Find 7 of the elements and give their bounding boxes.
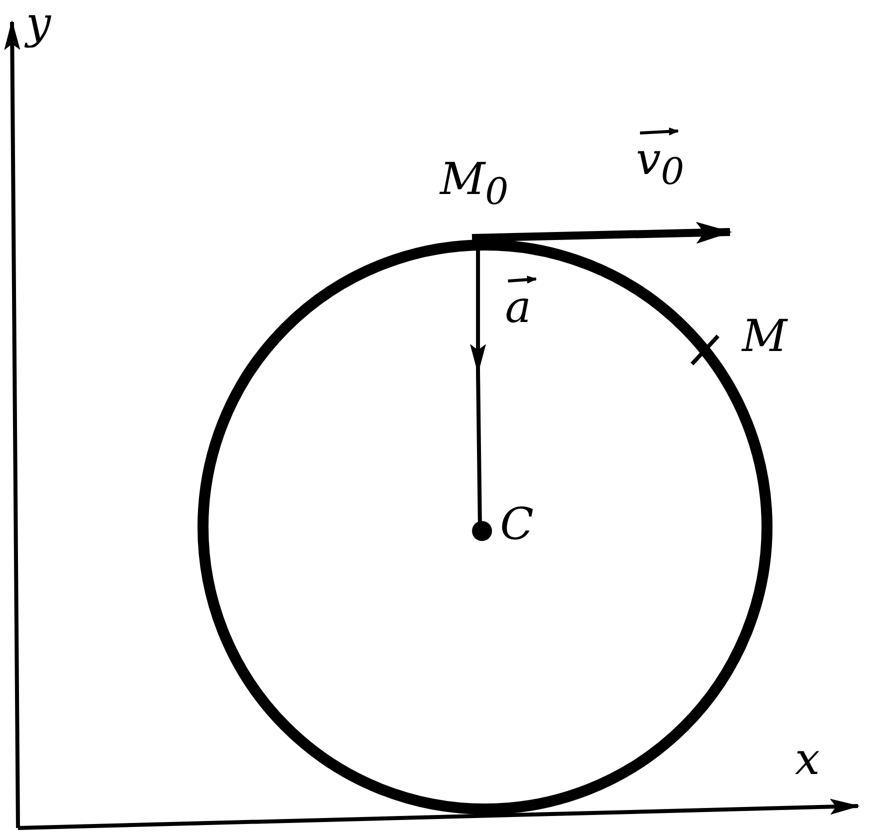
vector-label: a [505, 286, 532, 330]
vector-label: v$_{0}$ [636, 138, 684, 190]
point-label: M [742, 315, 788, 359]
point-label: M$_{0}$ [440, 158, 508, 210]
axis-label: y [26, 2, 51, 46]
point-label: C [500, 503, 534, 547]
axis-label: x [795, 738, 820, 782]
